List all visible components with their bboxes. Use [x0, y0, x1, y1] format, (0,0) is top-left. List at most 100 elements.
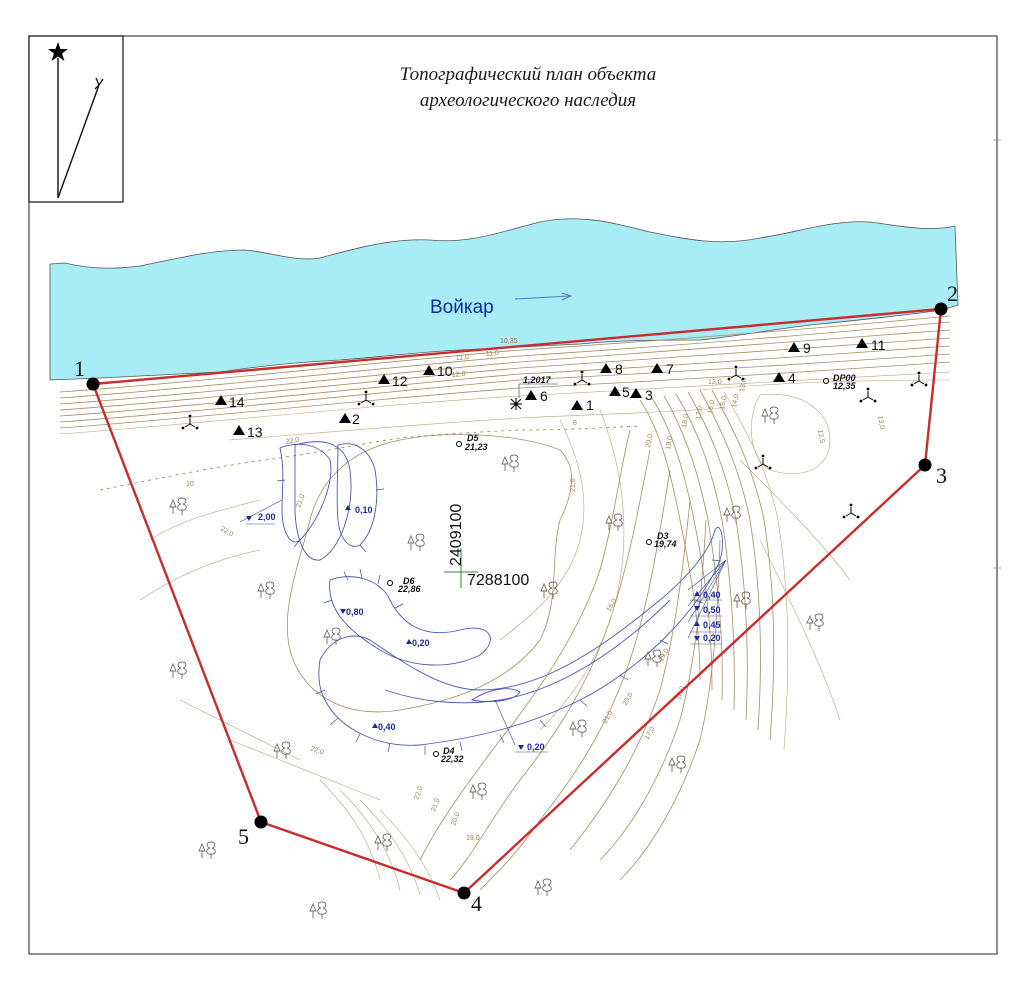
svg-text:22,0: 22,0	[413, 785, 424, 800]
tree-icon	[540, 581, 558, 599]
stump-icon	[754, 454, 772, 470]
svg-text:18,0: 18,0	[681, 414, 690, 429]
vertex-label-5: 5	[238, 824, 249, 849]
survey-point-label: 12	[392, 373, 408, 389]
tree-icon	[569, 719, 587, 737]
stump-icon	[357, 390, 375, 406]
tree-icon	[169, 661, 187, 679]
svg-text:10: 10	[186, 481, 194, 488]
boundary-vertex-5	[254, 815, 268, 829]
pit-depth-label: 2,00	[258, 512, 276, 522]
hachure-marks	[276, 479, 722, 755]
survey-point-label: 8	[615, 361, 623, 377]
tree-icon	[723, 505, 741, 523]
pit-depth-label: 0,20	[703, 633, 721, 643]
svg-text:14,0: 14,0	[731, 394, 740, 409]
tree-icon	[806, 613, 824, 631]
svg-text:21,0: 21,0	[570, 478, 577, 492]
tree-icon	[668, 755, 686, 773]
tree-icon	[733, 591, 751, 609]
svg-text:19,74: 19,74	[654, 539, 677, 549]
svg-text:20,0: 20,0	[450, 811, 461, 826]
boundary-vertex-2	[934, 302, 948, 316]
benchmark-icon: D3 19,74	[646, 531, 677, 549]
survey-point-label: 11	[871, 337, 886, 353]
survey-point-label: 14	[229, 394, 245, 410]
tree-icon	[169, 497, 187, 515]
grid-northing-label: 2409100	[448, 504, 465, 566]
tree-icon	[644, 649, 662, 667]
svg-text:11,0: 11,0	[456, 354, 470, 362]
svg-text:22,32: 22,32	[440, 754, 464, 764]
triangle-point-icon: 6	[525, 388, 548, 404]
map-frame	[28, 35, 998, 955]
tree-icon	[534, 878, 552, 896]
svg-text:12,35: 12,35	[833, 381, 857, 391]
stump-icon	[181, 414, 199, 430]
tree-icon	[257, 581, 275, 599]
triangle-point-icon: 14	[215, 394, 245, 410]
svg-text:15,0: 15,0	[719, 396, 728, 411]
triangle-point-icon: 11	[856, 337, 886, 353]
pit-depth-label: 0,45	[703, 620, 721, 630]
triangle-point-icon: 2	[339, 411, 360, 427]
site-boundary	[91, 307, 943, 895]
survey-point-label: 3	[645, 387, 653, 403]
slope-contours	[419, 389, 851, 891]
svg-text:D6: D6	[403, 576, 415, 586]
tree-symbols	[169, 406, 824, 919]
survey-point-label: 5	[622, 384, 630, 400]
grid-easting-label: 7288100	[467, 572, 529, 589]
depth-markers	[246, 505, 700, 750]
survey-point-label: 13	[247, 424, 263, 440]
svg-text:22,0: 22,0	[285, 437, 300, 446]
survey-point-label: 2	[352, 411, 360, 427]
svg-text:20,0: 20,0	[622, 692, 635, 707]
svg-text:10,35: 10,35	[500, 338, 518, 345]
survey-point-label: 6	[540, 388, 548, 404]
survey-point-label: 7	[666, 361, 674, 377]
vertex-label-1: 1	[74, 356, 85, 381]
svg-text:D4: D4	[443, 746, 455, 756]
map-title-line2: археологического наследия	[420, 90, 636, 111]
benchmark-icon: D5 21,23	[456, 433, 488, 452]
benchmark-icon: DP00 12,35	[823, 373, 857, 391]
river-voikar	[49, 218, 959, 381]
svg-text:19,0: 19,0	[466, 835, 480, 842]
tree-icon	[273, 741, 291, 759]
tree-icon	[501, 454, 519, 472]
tree-icon	[323, 627, 341, 645]
svg-text:21,0: 21,0	[430, 797, 441, 812]
svg-text:22,0: 22,0	[309, 745, 324, 756]
pit-depth-label: 0,50	[703, 605, 721, 615]
tree-icon	[605, 513, 623, 531]
tree-icon	[374, 833, 392, 851]
pit-group-lower	[318, 527, 723, 746]
pit-group-upper	[279, 441, 378, 561]
stump-symbols	[181, 365, 928, 519]
survey-point-label: 10	[437, 363, 453, 379]
benchmark-icon: D6 22,86	[387, 576, 422, 594]
triangle-point-icon: 9	[788, 340, 811, 356]
stump-icon	[573, 370, 591, 386]
survey-point-label: 9	[803, 340, 811, 356]
terrace-edge	[99, 425, 641, 491]
tree-icon	[198, 841, 216, 859]
svg-text:D5: D5	[467, 433, 479, 443]
pit-depth-label: 0,40	[378, 722, 396, 732]
depth-leader-lines	[239, 499, 727, 753]
stump-icon	[859, 387, 877, 403]
svg-text:22,0: 22,0	[219, 526, 234, 539]
pit-symbol-icon	[510, 398, 522, 410]
svg-text:21,0: 21,0	[602, 710, 615, 725]
svg-text:21,0: 21,0	[295, 493, 306, 508]
svg-text:13,0: 13,0	[739, 378, 748, 393]
svg-text:8: 8	[573, 420, 577, 427]
pit-depth-label: 0,20	[527, 742, 545, 752]
svg-text:13,0: 13,0	[876, 415, 885, 430]
north-arrow-icon	[28, 35, 124, 203]
svg-text:12,5: 12,5	[816, 429, 825, 444]
svg-text:17,0: 17,0	[695, 406, 704, 421]
svg-text:20,0: 20,0	[645, 434, 654, 449]
